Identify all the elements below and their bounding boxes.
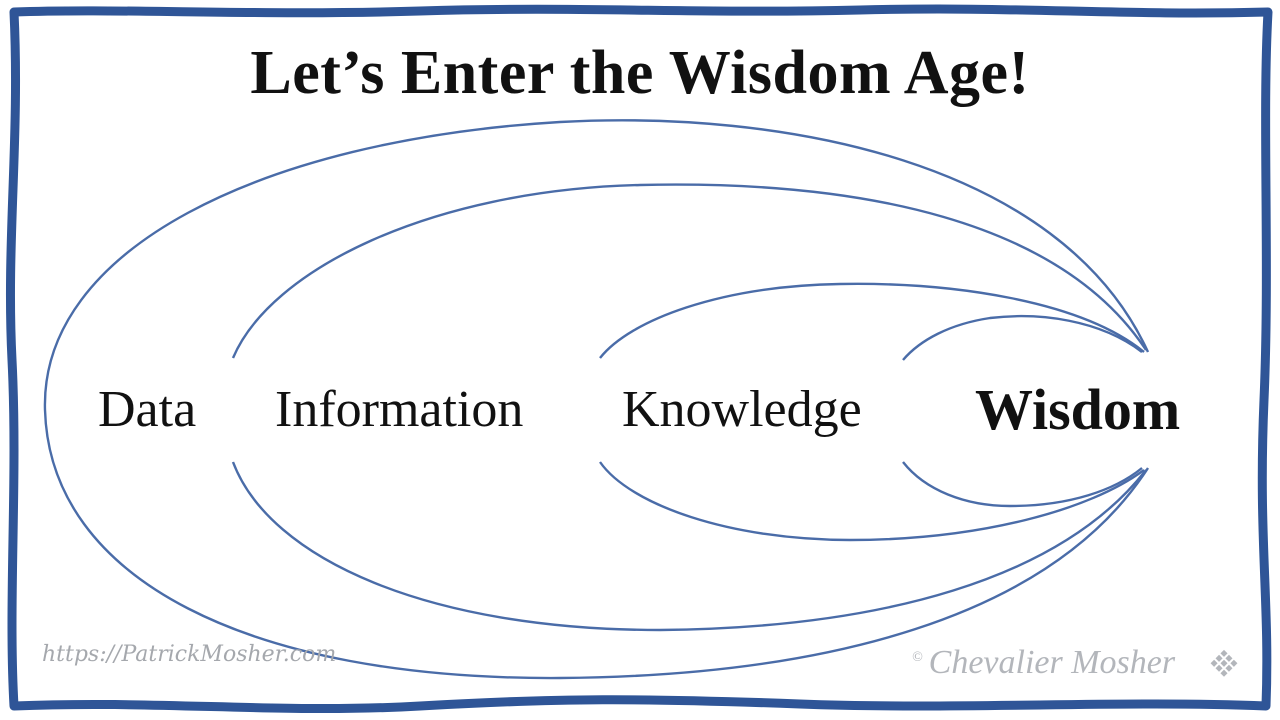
node-data: Data xyxy=(98,381,197,438)
diamond-grid-logo-icon xyxy=(1210,649,1238,677)
arc-knowledge xyxy=(599,282,1145,542)
node-information: Information xyxy=(275,381,524,438)
website-url: https://PatrickMosher.com xyxy=(42,642,337,667)
copyright-notice: © Chevalier Mosher xyxy=(912,644,1175,682)
copyright-symbol: © xyxy=(912,650,923,665)
node-wisdom: Wisdom xyxy=(975,377,1181,442)
arc-information xyxy=(231,183,1148,632)
author-name: Chevalier Mosher xyxy=(928,644,1176,681)
arc-inner xyxy=(902,315,1143,508)
page-title: Let’s Enter the Wisdom Age! xyxy=(250,39,1030,107)
node-knowledge: Knowledge xyxy=(622,381,862,438)
arc-data xyxy=(43,119,1150,680)
